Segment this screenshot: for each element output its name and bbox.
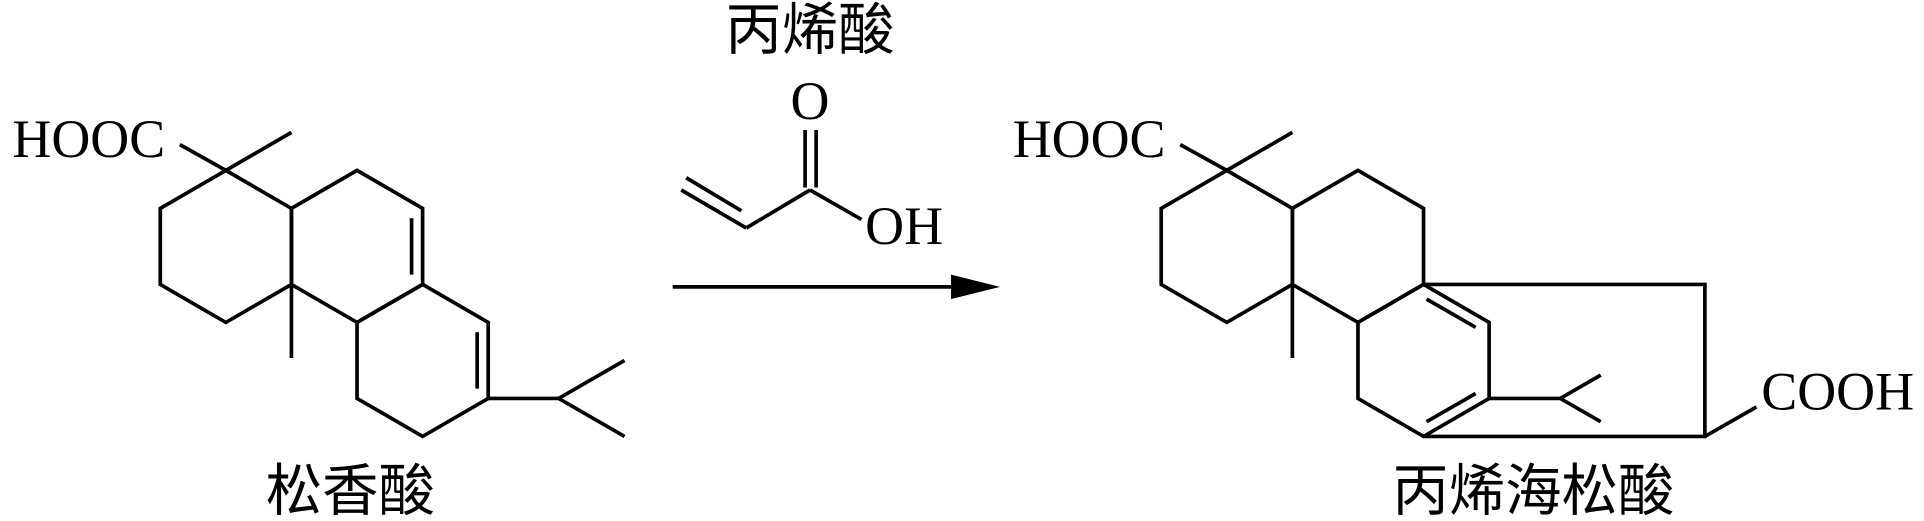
product-cooh-bond: [1703, 405, 1758, 439]
product-ring-c-upper-double-bond: [1425, 297, 1477, 329]
reagent-c-c-bond: [745, 188, 811, 230]
reactant-name: 松香酸: [266, 459, 435, 521]
product-c4-methyl-bond: [1225, 130, 1294, 172]
arrow-head: [950, 274, 1001, 300]
reagent-hydroxyl-label: OH: [865, 196, 943, 256]
product-hooc-bond: [1179, 143, 1228, 173]
reactant-structure: HOOC 松香酸: [12, 109, 626, 521]
product-cooh-label: COOH: [1761, 361, 1914, 421]
product-ring-b: [1290, 168, 1426, 325]
reagent-c-oh-bond: [809, 188, 863, 222]
reagent-vinyl-double-bond-1: [680, 188, 748, 230]
reactant-ring-b: [289, 168, 425, 325]
product-bridge: [1423, 282, 1707, 439]
product-isopropyl-upper-methyl: [1559, 373, 1602, 401]
reagent-name: 丙烯酸: [725, 0, 894, 63]
product-name: 丙烯海松酸: [1392, 459, 1674, 521]
reaction-arrow: [672, 274, 1001, 300]
reactant-c4-methyl-bond: [224, 130, 293, 172]
reagent-structure: 丙烯酸 O OH: [680, 0, 943, 256]
reactant-isopropyl-lower-methyl: [557, 396, 626, 439]
product-ring-c-lower-double-bond: [1425, 391, 1477, 424]
reagent-carbonyl-o-label: O: [791, 71, 830, 131]
product-hooc-label: HOOC: [1013, 109, 1166, 169]
product-ring-a: [1159, 168, 1295, 325]
reactant-ring-c: [355, 282, 491, 439]
product-structure: HOOC COOH 丙烯海松酸: [1013, 109, 1914, 521]
product-ring-c: [1356, 282, 1491, 439]
reactant-ring-a: [158, 168, 294, 325]
reactant-isopropyl-upper-methyl: [557, 358, 626, 401]
product-isopropyl-lower-methyl: [1559, 396, 1602, 424]
reactant-hooc-label: HOOC: [12, 109, 165, 169]
reactant-hooc-bond: [178, 143, 227, 173]
reagent-vinyl-double-bond-2: [685, 176, 743, 213]
